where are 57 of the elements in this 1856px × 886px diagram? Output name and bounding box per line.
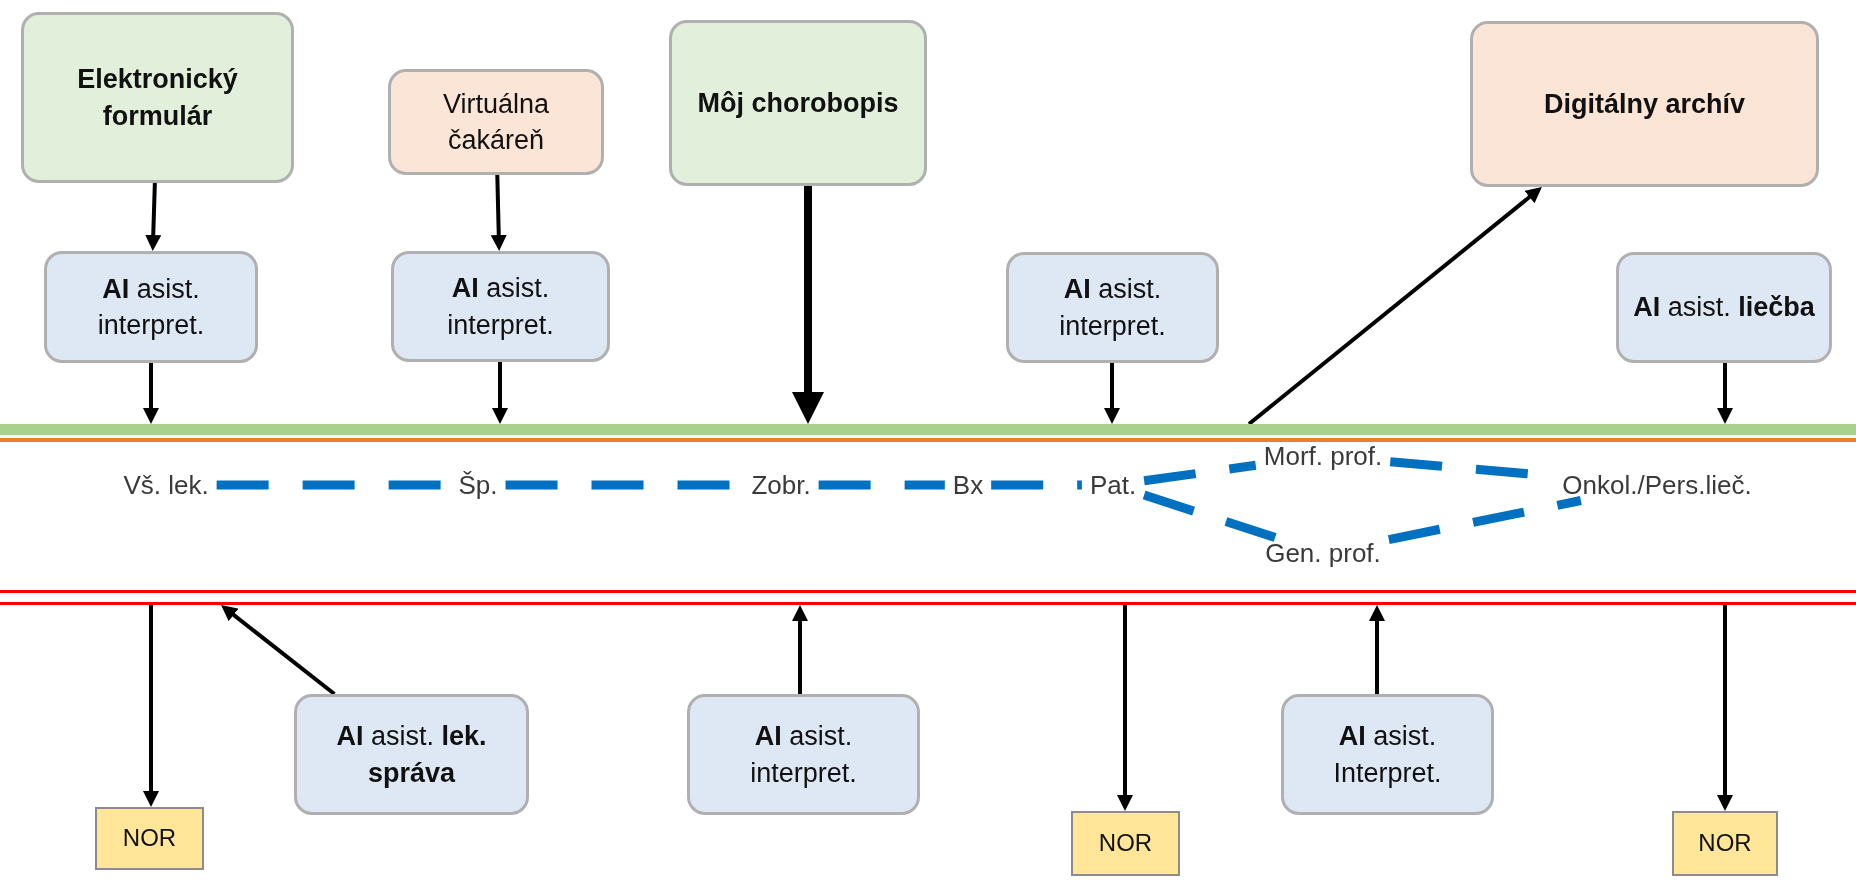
box-label: Môj chorobopis [697, 86, 899, 120]
stage-label: Morf. prof. [1255, 440, 1391, 472]
dashed-connector [1387, 496, 1582, 544]
stage-label: Vš. lek. [115, 469, 217, 501]
arrow [792, 186, 824, 424]
stage-label: Šp. [450, 469, 506, 501]
box-label: NOR [1098, 828, 1153, 859]
box-label: AI asist. liečba [1633, 291, 1815, 325]
process-box [1281, 694, 1494, 815]
status-box [1672, 811, 1778, 876]
arrow [490, 174, 507, 251]
dashed-connector [1143, 460, 1257, 486]
box-label: AI asist. Interpret. [1332, 720, 1443, 790]
arrow [1717, 605, 1733, 811]
arrow [492, 362, 508, 424]
arrow [1117, 605, 1133, 811]
arrow [1247, 187, 1542, 426]
stage-label: Zobr. [743, 469, 819, 501]
arrow [1104, 363, 1120, 424]
box-label: AI asist. interpret. [1058, 273, 1167, 343]
arrow [143, 605, 159, 807]
arrow [1369, 605, 1385, 694]
box-label: AI asist. lek. správa [335, 720, 488, 790]
process-box [44, 251, 258, 363]
process-box [21, 12, 294, 183]
timeline-bar [0, 590, 1856, 605]
process-box [669, 20, 927, 186]
process-box [388, 69, 604, 175]
arrow [792, 605, 808, 694]
stage-label: Pat. [1081, 469, 1145, 501]
dashed-connector [818, 480, 945, 490]
box-label: Elektronický formulár [76, 63, 239, 133]
box-label: Digitálny archív [1543, 87, 1746, 121]
arrow [143, 363, 159, 424]
process-box [1616, 252, 1832, 363]
arrow [145, 182, 162, 251]
status-box [95, 807, 204, 870]
box-label: AI asist. interpret. [749, 720, 858, 790]
process-box [1006, 252, 1219, 363]
process-box [687, 694, 920, 815]
stage-label: Onkol./Pers.lieč. [1554, 469, 1760, 501]
dashed-connector [1142, 490, 1277, 542]
dashed-connector [991, 480, 1082, 490]
process-box [1470, 21, 1819, 187]
box-label: NOR [122, 823, 177, 854]
stage-label: Gen. prof. [1257, 537, 1389, 569]
arrow [1717, 363, 1733, 424]
box-label: AI asist. interpret. [96, 272, 206, 342]
box-label: Virtuálna čakáreň [441, 87, 551, 157]
process-box [391, 251, 610, 362]
status-box [1071, 811, 1180, 876]
arrow [221, 605, 336, 696]
stage-label: Bx [944, 469, 992, 501]
process-box [294, 694, 529, 815]
box-label: NOR [1698, 828, 1752, 859]
timeline-bar [0, 424, 1856, 435]
box-label: AI asist. interpret. [446, 272, 555, 342]
